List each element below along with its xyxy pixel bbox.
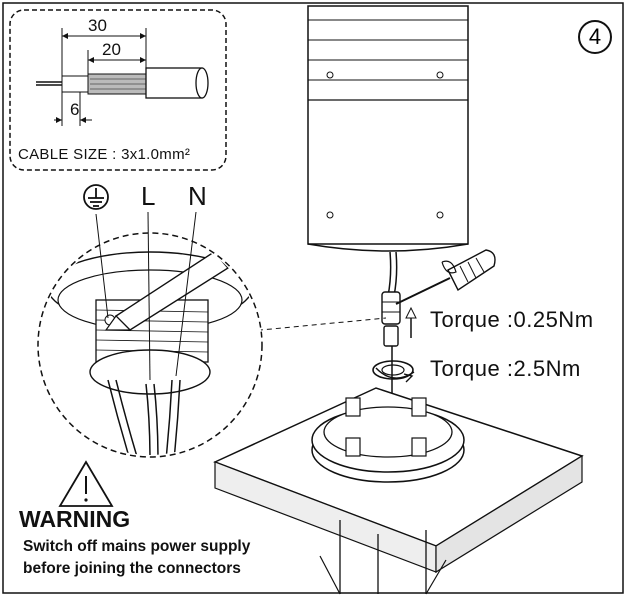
- cable-size-label: CABLE SIZE : 3x1.0mm²: [18, 146, 191, 163]
- cable-strip-detail: [9, 9, 227, 171]
- terminal-zoom-view: [37, 211, 263, 458]
- earth-ground-icon: [83, 184, 109, 210]
- dimension-30: 30: [88, 16, 107, 35]
- ring-torque-label: Torque :2.5Nm: [430, 356, 581, 381]
- warning-triangle-icon: [58, 460, 114, 507]
- connector-torque-label: Torque :0.25Nm: [430, 307, 594, 332]
- live-terminal-label: L: [141, 181, 156, 211]
- dimension-20: 20: [102, 40, 121, 59]
- warning-title: WARNING: [19, 506, 131, 532]
- step-number-badge: 4: [578, 20, 612, 54]
- neutral-terminal-label: N: [188, 181, 207, 211]
- warning-line-1: Switch off mains power supply: [23, 538, 251, 555]
- warning-line-2: before joining the connectors: [23, 560, 241, 577]
- bollard-head: [307, 5, 469, 297]
- connector-assembly: [372, 249, 496, 420]
- dimension-6: 6: [70, 100, 80, 119]
- mounting-base: [213, 387, 584, 595]
